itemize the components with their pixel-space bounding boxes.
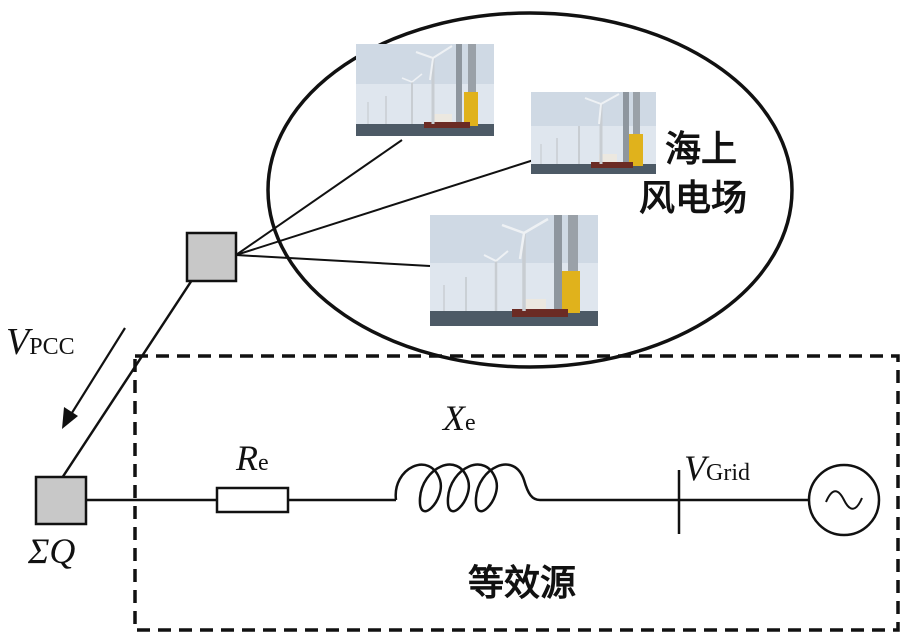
reactance-label: Xe bbox=[443, 400, 476, 436]
offshore-turbines-photo-top bbox=[356, 44, 494, 136]
grid-voltage-label: VGrid bbox=[684, 450, 750, 486]
resistor bbox=[215, 486, 290, 514]
pcc-node bbox=[34, 475, 88, 526]
resistance-symbol: R bbox=[236, 438, 258, 478]
pcc-voltage-subscript: PCC bbox=[29, 334, 75, 360]
equivalent-source-label: 等效源 bbox=[468, 563, 577, 604]
wind-farm-label-line1: 海上 bbox=[665, 129, 738, 170]
offshore-turbines-photo-bottom bbox=[430, 215, 598, 326]
compensation-label: ΣQ bbox=[28, 531, 76, 571]
grid-voltage-subscript: Grid bbox=[706, 460, 750, 486]
grid-voltage-symbol: V bbox=[684, 448, 706, 488]
connection-line-middle bbox=[235, 157, 541, 256]
farm-collector-node bbox=[185, 231, 238, 283]
resistance-label: Re bbox=[236, 440, 269, 476]
connection-line-top bbox=[235, 139, 403, 256]
wind-farm-label-line2: 风电场 bbox=[639, 178, 748, 219]
sine-wave-icon bbox=[825, 490, 863, 510]
resistance-subscript: e bbox=[258, 450, 269, 476]
pcc-voltage-symbol: V bbox=[6, 321, 30, 363]
reactance-subscript: e bbox=[465, 410, 476, 436]
equivalent-source-box bbox=[133, 354, 900, 632]
connection-line-bottom bbox=[235, 254, 431, 267]
pcc-voltage-arrow bbox=[69, 327, 126, 417]
reactance-symbol: X bbox=[443, 398, 465, 438]
pcc-voltage-arrowhead bbox=[62, 407, 78, 429]
pcc-voltage-label: VPCC bbox=[6, 323, 75, 361]
transmission-line bbox=[60, 279, 194, 479]
offshore-turbines-photo-middle bbox=[531, 92, 656, 174]
wind-farm-boundary bbox=[266, 11, 794, 369]
inductor bbox=[394, 463, 541, 513]
